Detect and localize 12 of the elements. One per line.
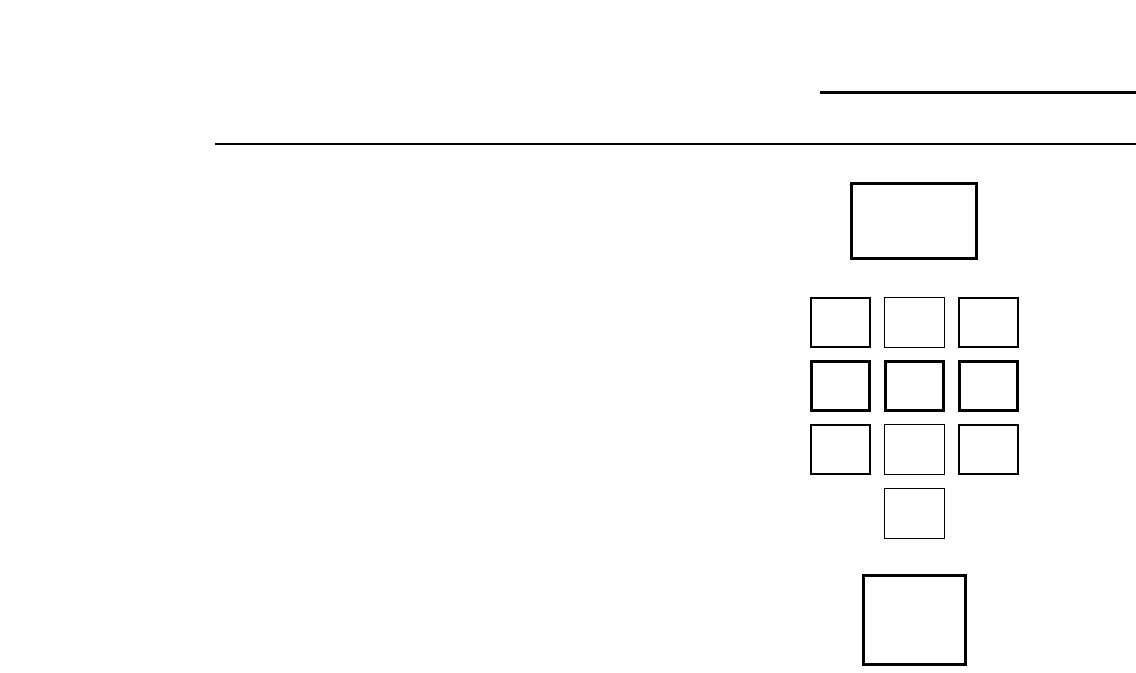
keypad-key [884, 424, 945, 475]
keypad-key [884, 297, 945, 348]
keypad-key [810, 360, 871, 412]
keypad-key [810, 424, 871, 475]
keypad-key [958, 297, 1019, 348]
keypad-key [884, 488, 945, 539]
panel-box [862, 574, 967, 666]
keypad-key [958, 424, 1019, 475]
display-panel [850, 182, 978, 260]
keypad-key [958, 360, 1019, 412]
keypad-key [810, 297, 871, 348]
keypad-key [884, 360, 945, 412]
